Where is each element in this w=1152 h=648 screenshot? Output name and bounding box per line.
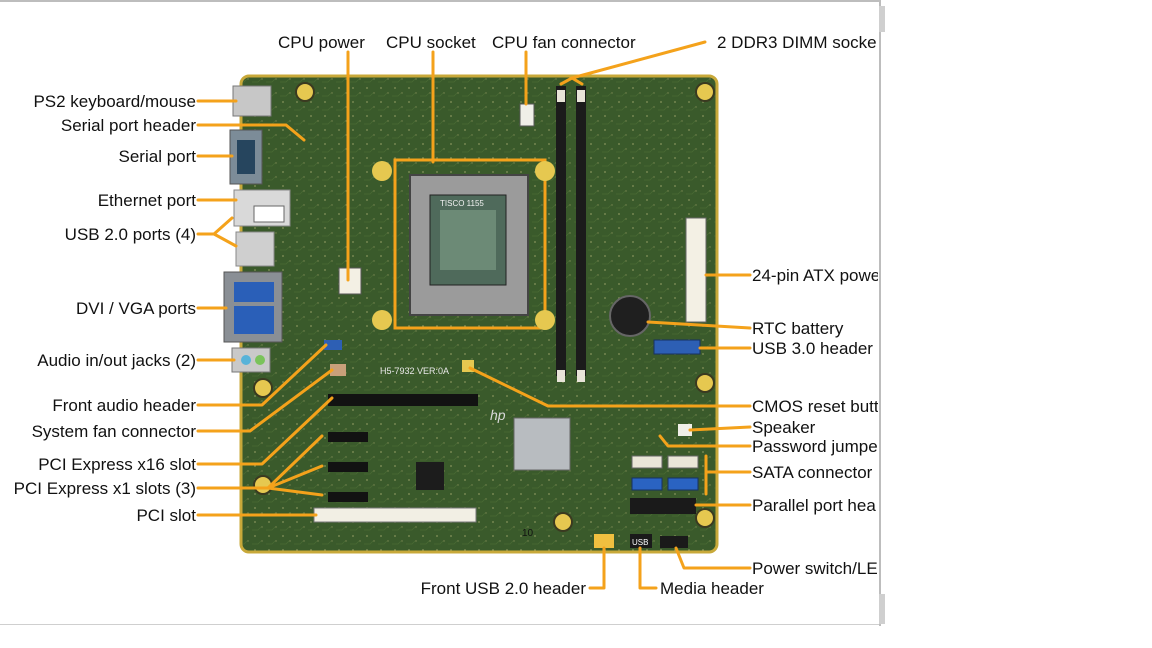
label-dimm: 2 DDR3 DIMM socke [717, 33, 877, 52]
atx24-connector [685, 217, 707, 323]
label-ethernet: Ethernet port [98, 191, 197, 210]
front-usb-header [594, 534, 614, 548]
ps2-connector [232, 85, 272, 117]
label-audio: Audio in/out jacks (2) [37, 351, 196, 370]
label-sata: SATA connector [752, 463, 873, 482]
rtc-battery [609, 295, 651, 337]
label-cpu-power: CPU power [278, 33, 365, 52]
label-usb20: USB 2.0 ports (4) [65, 225, 196, 244]
label-speaker: Speaker [752, 418, 816, 437]
frame-right-border [879, 0, 881, 626]
leader-sys-fan [196, 368, 334, 433]
cpu-socket-area: TISCO 1155 [372, 158, 555, 330]
cpu-socket-highlight [393, 158, 547, 330]
label-cpu-fan: CPU fan connector [492, 33, 636, 52]
usb30-header [653, 339, 701, 355]
rear-io [223, 85, 291, 373]
label-usb30: USB 3.0 header [752, 339, 873, 358]
speaker [678, 424, 692, 436]
power-switch-header [660, 536, 688, 548]
label-dvi-vga: DVI / VGA ports [76, 299, 196, 318]
media-header [630, 534, 652, 548]
label-parallel: Parallel port hea [752, 496, 876, 515]
usb-connector [235, 231, 275, 267]
pci-slot [313, 507, 477, 523]
frame-top-border [0, 0, 880, 2]
leader-serial-header [196, 123, 306, 142]
diagram-clip: TISCO 1155 [14, 33, 878, 598]
board-number: 10 [522, 528, 534, 539]
dimm-slots [556, 86, 586, 382]
label-power-switch: Power switch/LE [752, 559, 878, 578]
cpu-fan-connector [519, 103, 535, 127]
sata-connectors [631, 455, 699, 491]
leader-dimm [559, 40, 707, 86]
pcie-x1-slot [328, 492, 368, 502]
leader-front-audio [196, 343, 328, 407]
frame-tick [879, 594, 885, 624]
label-media: Media header [660, 579, 764, 598]
leader-media [638, 546, 658, 590]
leader-usb20 [196, 216, 238, 248]
label-pci: PCI slot [136, 506, 196, 525]
label-front-usb: Front USB 2.0 header [421, 579, 587, 598]
leader-pcie16 [196, 396, 334, 466]
system-fan-connector [330, 364, 346, 376]
usb-silkscreen: USB [632, 538, 648, 547]
motherboard: TISCO 1155 [223, 74, 719, 554]
frame-tick [879, 6, 885, 32]
motherboard-diagram: TISCO 1155 [14, 33, 878, 598]
leader-speaker [688, 425, 752, 432]
leader-power-switch [674, 546, 752, 570]
label-cmos: CMOS reset butt [752, 397, 878, 416]
socket-silkscreen: TISCO 1155 [440, 199, 484, 208]
leader-password [658, 434, 752, 448]
chipset-heatsink [513, 417, 571, 471]
cpu-power-connector [338, 267, 362, 295]
label-pcie1: PCI Express x1 slots (3) [14, 479, 196, 498]
leader-lines [196, 40, 752, 590]
chip [416, 462, 444, 490]
pcie-x1-slot [328, 432, 368, 442]
leader-front-usb [588, 546, 606, 590]
frame-bottom-border [0, 624, 880, 625]
board-model: H5-7932 VER:0A [380, 366, 449, 376]
label-pcie16: PCI Express x16 slot [38, 455, 196, 474]
label-ps2: PS2 keyboard/mouse [33, 92, 196, 111]
leader-pcie1 [196, 434, 324, 497]
board-brand: hp [490, 407, 506, 423]
pcie-x1-slot [328, 462, 368, 472]
expansion-slots [313, 394, 478, 523]
leader-sata [704, 454, 752, 496]
leader-cmos [468, 366, 752, 408]
label-front-audio: Front audio header [52, 396, 196, 415]
label-password: Password jumpe [752, 437, 878, 456]
label-rtc: RTC battery [752, 319, 844, 338]
front-audio-header [324, 340, 342, 350]
label-serial-header: Serial port header [61, 116, 196, 135]
label-atx24: 24-pin ATX powe [752, 266, 878, 285]
label-cpu-socket: CPU socket [386, 33, 476, 52]
labels: CPU power CPU socket CPU fan connector 2… [14, 33, 878, 598]
leader-rtc [646, 320, 752, 330]
pcie-x16-slot [328, 394, 478, 406]
label-sys-fan: System fan connector [32, 422, 197, 441]
parallel-port-header [630, 498, 696, 514]
label-serial-port: Serial port [119, 147, 197, 166]
